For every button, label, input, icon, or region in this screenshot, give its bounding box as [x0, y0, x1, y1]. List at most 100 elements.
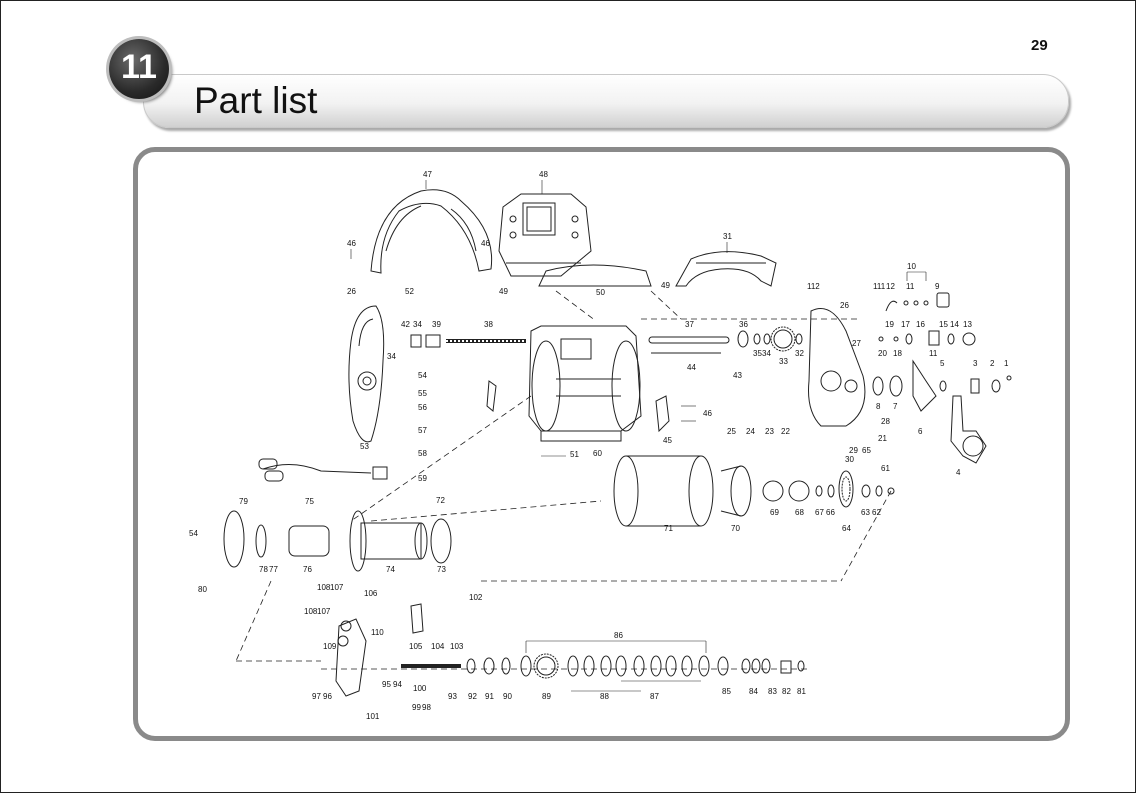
- callout-label: 26: [840, 301, 849, 310]
- callout-label: 87: [650, 692, 659, 701]
- callout-label: 98: [422, 703, 431, 712]
- callout-label: 1: [1004, 359, 1009, 368]
- drag-stack-right: [872, 359, 1012, 412]
- callout-label: 12: [886, 282, 895, 291]
- callout-label: 59: [418, 474, 427, 483]
- callout-label: 8: [876, 402, 881, 411]
- callout-label: 50: [596, 288, 605, 297]
- callout-label: 96: [323, 692, 332, 701]
- callout-label: 19: [885, 320, 894, 329]
- part-45-bracket: [486, 380, 670, 433]
- callout-label: 28: [881, 417, 890, 426]
- callout-label: 54: [418, 371, 427, 380]
- callout-label: 65: [862, 446, 871, 455]
- gear-train-upper: [737, 326, 803, 352]
- callout-label: 92: [468, 692, 477, 701]
- star-drag-parts: [878, 292, 976, 346]
- callout-label: 108: [304, 607, 318, 616]
- part-71-spool: [613, 455, 714, 527]
- callout-label: 76: [303, 565, 312, 574]
- callout-leader-lines: [350, 180, 927, 692]
- callout-label: 39: [432, 320, 441, 329]
- part-37-44-rods: [648, 336, 730, 354]
- callout-label: 30: [845, 455, 854, 464]
- callout-label: 84: [749, 687, 758, 696]
- callout-label: 66: [826, 508, 835, 517]
- callout-label: 55: [418, 389, 427, 398]
- callout-label: 112: [807, 282, 820, 291]
- callout-label: 9: [935, 282, 940, 291]
- part-59-power-cable: [258, 458, 388, 482]
- callout-label: 20: [878, 349, 887, 358]
- callout-label: 11: [929, 349, 938, 358]
- callout-label: 45: [663, 436, 672, 445]
- callout-label: 88: [600, 692, 609, 701]
- callout-label: 103: [450, 642, 464, 651]
- callout-label: 32: [795, 349, 804, 358]
- section-number-badge: 11: [109, 39, 169, 99]
- lower-drive-train: [401, 653, 805, 679]
- part-53-side-plate: [348, 305, 385, 443]
- callout-label: 22: [781, 427, 790, 436]
- callout-label: 46: [347, 239, 356, 248]
- callout-label: 51: [570, 450, 579, 459]
- callout-label: 13: [963, 320, 972, 329]
- section-title-bar: Part list: [143, 74, 1069, 128]
- callout-label: 94: [393, 680, 402, 689]
- callout-label: 83: [768, 687, 777, 696]
- callout-label: 34: [413, 320, 422, 329]
- motor-assembly: [223, 510, 452, 572]
- callout-label: 105: [409, 642, 423, 651]
- callout-label: 53: [360, 442, 369, 451]
- part-4-handle: [950, 395, 987, 464]
- part-110-lower-plate: [335, 603, 424, 697]
- callout-label: 46: [703, 409, 712, 418]
- callout-label: 107: [330, 583, 344, 592]
- callout-label: 68: [795, 508, 804, 517]
- callout-label: 47: [423, 170, 432, 179]
- callout-label: 7: [893, 402, 898, 411]
- callout-label: 104: [431, 642, 445, 651]
- part-49-lid-plate: [538, 264, 652, 287]
- callout-label: 16: [916, 320, 925, 329]
- callout-label: 73: [437, 565, 446, 574]
- callout-label: 90: [503, 692, 512, 701]
- callout-label: 79: [239, 497, 248, 506]
- callout-label: 42: [401, 320, 410, 329]
- callout-label: 49: [661, 281, 670, 290]
- callout-label: 38: [484, 320, 493, 329]
- callout-label: 31: [723, 232, 732, 241]
- callout-label: 26: [347, 287, 356, 296]
- callout-label: 23: [765, 427, 774, 436]
- callout-label: 10: [907, 262, 916, 271]
- exploded-parts-diagram: 47 48 46 46 31 49 49 26 52 50 42 34 39 3…: [189, 170, 1012, 721]
- callout-label: 43: [733, 371, 742, 380]
- callout-label: 27: [852, 339, 861, 348]
- callout-label: 44: [687, 363, 696, 372]
- callout-label: 95: [382, 680, 391, 689]
- page-number: 29: [1031, 37, 1048, 54]
- callout-label: 69: [770, 508, 779, 517]
- callout-label: 29: [849, 446, 858, 455]
- callout-label: 35: [753, 349, 762, 358]
- section-title: Part list: [194, 80, 318, 121]
- callout-label: 74: [386, 565, 395, 574]
- callout-label: 77: [269, 565, 278, 574]
- callout-label: 108: [317, 583, 331, 592]
- part-31-cover-plate: [675, 251, 777, 287]
- callout-label: 80: [198, 585, 207, 594]
- part-38-worm-shaft: [410, 334, 526, 348]
- callout-label: 36: [739, 320, 748, 329]
- callout-label: 11: [906, 282, 915, 291]
- callout-label: 101: [366, 712, 380, 721]
- callout-label: 78: [259, 565, 268, 574]
- callout-label: 91: [485, 692, 494, 701]
- callout-label: 25: [727, 427, 736, 436]
- callout-label: 56: [418, 403, 427, 412]
- callout-label: 60: [593, 449, 602, 458]
- gear-cluster-lower: [762, 470, 895, 508]
- callout-label: 64: [842, 524, 851, 533]
- callout-label: 37: [685, 320, 694, 329]
- callout-label: 71: [664, 524, 673, 533]
- callout-label: 67: [815, 508, 824, 517]
